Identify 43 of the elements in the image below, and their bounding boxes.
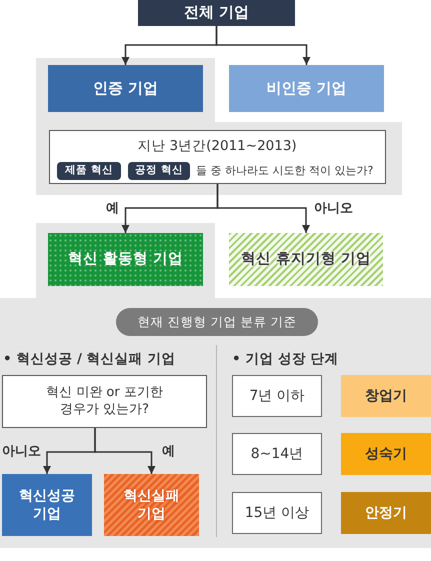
box-label: 15년 이상 <box>244 504 310 522</box>
section-heading: • 기업 성장 단계 <box>232 350 339 368</box>
box-label: 안정기 <box>364 504 408 522</box>
result-box <box>2 474 92 536</box>
question-heading: 지난 3년간(2011~2013) <box>136 137 298 155</box>
arrow <box>216 26 310 65</box>
arrow <box>94 428 156 474</box>
box-label: 현재 진행형 기업 분류 기준 <box>136 314 298 330</box>
stage-box <box>341 375 431 417</box>
box-label: 혁신 활동형 기업 <box>66 250 184 269</box>
box-label: 8~14년 <box>250 444 304 464</box>
period-box <box>232 433 322 475</box>
box-label: 혁신실패 기업 <box>122 486 180 524</box>
period-box <box>232 375 322 417</box>
edge-label: 아니오 <box>0 443 43 460</box>
box-label: 비인증 기업 <box>265 78 348 98</box>
arrow <box>216 184 310 233</box>
innovation-tag <box>57 162 121 180</box>
category-box <box>138 0 295 26</box>
edge-label: 아니오 <box>312 200 355 217</box>
period-box <box>232 492 322 534</box>
stage-box <box>341 433 431 475</box>
question-text: 들 중 하나라도 시도한 적이 있는가? <box>196 163 374 179</box>
box-label: 7년 이하 <box>248 386 306 406</box>
stage-box <box>341 492 431 534</box>
question-box <box>49 130 386 184</box>
category-box <box>229 65 384 112</box>
box-label: 성숙기 <box>364 444 408 464</box>
box-label: 혁신성공 기업 <box>18 486 76 524</box>
heading-pill <box>116 308 318 336</box>
result-box <box>48 233 203 286</box>
box-label: 인증 기업 <box>92 78 160 98</box>
box-label: 창업기 <box>364 386 408 406</box>
section-heading: • 혁신성공 / 혁신실패 기업 <box>3 350 176 368</box>
classification-panel <box>0 298 431 548</box>
innovation-tag <box>128 162 190 180</box>
question-box <box>2 375 207 428</box>
result-box <box>104 474 199 536</box>
box-label: 전체 기업 <box>182 3 250 23</box>
box-label: 제품 혁신 <box>64 164 114 178</box>
box-label: 공정 혁신 <box>134 164 184 178</box>
box-label: 혁신 미완 or 포기한 경우가 있는가? <box>45 384 164 418</box>
category-box <box>48 65 203 112</box>
